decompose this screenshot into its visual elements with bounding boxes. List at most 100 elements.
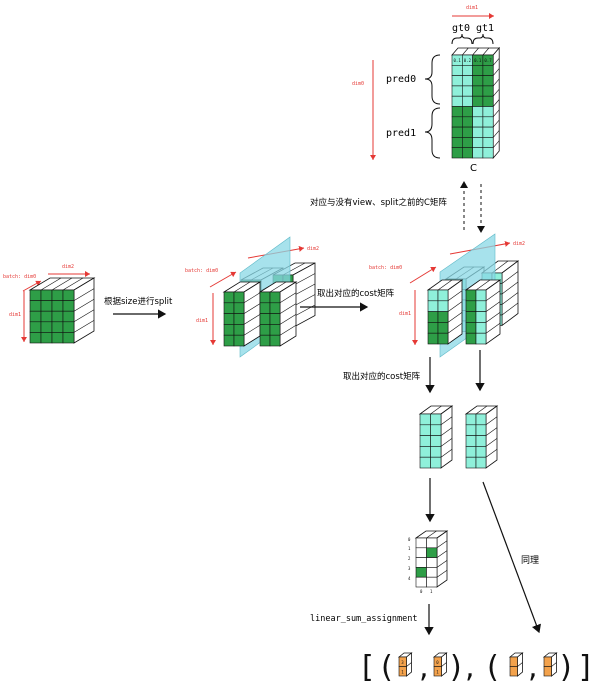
mid-front-block-cell	[259, 313, 271, 325]
assignment-block-cell	[415, 576, 427, 588]
lsa-label: linear_sum_assignment	[310, 614, 417, 624]
mid-front-block-side-line	[243, 292, 261, 304]
right-front-block-cell	[427, 300, 439, 312]
result-array-value: 1	[401, 670, 404, 675]
c-matrix-block-cell	[451, 75, 463, 87]
cost-matrix-b-cell	[475, 413, 487, 426]
c-matrix-block-side-line	[492, 109, 500, 117]
left-tensor-block-top-line	[40, 277, 62, 291]
right-back-block-side-line	[501, 281, 519, 295]
cost-matrix-b-cell	[465, 456, 477, 469]
c-matrix-block-cell	[472, 116, 484, 128]
assignment-block	[414, 530, 449, 588]
result-array-block-cell	[543, 656, 552, 667]
assignment-block-side-line	[436, 569, 448, 578]
cost-matrix-a-cell	[419, 435, 431, 447]
mid-front-block-side-line	[243, 314, 261, 325]
mid-front-block-cell	[233, 291, 245, 304]
gt0-label: gt0	[452, 23, 470, 34]
result-array-block	[508, 652, 524, 677]
result-array-block-cell	[398, 666, 407, 677]
right-tensor-group: batch: dim0 dim2 dim1	[369, 233, 525, 358]
c-matrix-block-side-line	[492, 99, 500, 107]
assign-row-label: 4	[408, 576, 411, 581]
c-matrix-cell-value: 0.2	[464, 58, 472, 63]
mid-front-block-cell	[223, 324, 235, 336]
pred1-label: pred1	[386, 128, 416, 139]
cost-matrix-b-cell	[465, 413, 477, 426]
mid-front-block-cell	[269, 313, 281, 325]
c-matrix-block-side-line	[492, 68, 500, 76]
gt1-brace	[472, 33, 494, 45]
left-tensor-block-cell	[51, 300, 64, 312]
tuple1-inner-comma: ,	[419, 650, 429, 685]
assign-row-label: 2	[408, 556, 411, 561]
assignment-block-cell	[415, 567, 427, 578]
cost-matrix-a-side-line	[440, 438, 453, 447]
dim1-axis-label: dim1	[466, 5, 478, 11]
tuple1-close-paren: )	[450, 650, 462, 685]
right-back-block-side-line	[501, 271, 519, 284]
left-tensor-group: batch: dim0 dim2 dim1	[3, 264, 96, 344]
right-front-block-cell	[437, 300, 449, 312]
mid-back-block-side-line	[292, 294, 316, 307]
assignment-block-cell	[426, 576, 438, 588]
left-tensor-block-top-line	[51, 277, 73, 291]
c-matrix-cell-value: 0.1	[454, 58, 462, 63]
mid-front-block-cell	[259, 324, 271, 336]
result-tuple1-array-a: 31	[397, 652, 413, 677]
c-matrix-block-cell	[461, 95, 473, 107]
mid-front-block-cell	[223, 302, 235, 314]
cost-matrix-a-cell	[419, 413, 431, 426]
assignment-block-cell	[415, 537, 427, 549]
c-matrix-block-top-line	[472, 47, 479, 56]
cost-matrix-a-cell	[419, 446, 431, 458]
left-tensor-block-cell	[62, 300, 75, 312]
assign-col-label: 0	[420, 589, 423, 594]
assign-row-label: 3	[408, 566, 411, 571]
c-matrix-block-cell	[482, 75, 494, 87]
left-tensor-block-cell	[62, 289, 75, 301]
mid-front-block-side-line	[279, 303, 297, 314]
cost-matrix-b-cell	[465, 435, 477, 447]
c-matrix-block-side-line	[492, 119, 500, 128]
right-batch-arrow	[409, 266, 437, 284]
c-matrix-block-cell	[482, 65, 494, 76]
cost-matrices	[418, 405, 499, 469]
mid-front-block-cell	[223, 334, 235, 347]
c-matrix-block-cell	[461, 75, 473, 87]
cost-matrix-a-cell	[430, 456, 442, 469]
c-matrix-block-side-line	[492, 140, 500, 148]
dim0-axis-label: dim0	[352, 81, 364, 87]
right-front-block-side-line	[485, 301, 501, 312]
gt1-label: gt1	[476, 23, 494, 34]
mid-dim1-label: dim1	[196, 318, 208, 324]
c-matrix-block-side-line	[492, 58, 500, 66]
cost-matrix-b-top-line	[475, 405, 488, 415]
mid-front-block-side-line	[243, 324, 261, 336]
cost-matrix-b-cell	[465, 424, 477, 436]
mid-front-block-cell	[233, 334, 245, 347]
mid-front-block-side	[279, 281, 297, 347]
result-open-bracket: [	[362, 650, 374, 685]
mid-front-block	[222, 281, 262, 347]
c-matrix-block-cell	[472, 85, 484, 97]
mid-front-block-side-line	[279, 292, 297, 304]
cost-matrix-a-cell	[430, 435, 442, 447]
assignment-block-side-line	[436, 550, 448, 558]
assignment-block-cell	[415, 557, 427, 568]
cost-matrix-b-side-line	[485, 427, 498, 436]
c-matrix-block-cell	[451, 65, 463, 76]
right-front-block-side	[447, 279, 463, 345]
c-matrix-cell-value: 0.7	[484, 58, 492, 63]
mid-back-block-side-line	[292, 283, 316, 297]
left-tensor-block-cell	[51, 310, 64, 323]
mid-front-block-top-line	[233, 281, 251, 293]
c-matrix-block-side-line	[492, 78, 500, 87]
right-front-block-cell	[437, 332, 449, 345]
mid-back-block-side-line	[292, 273, 316, 286]
result-tuple1-array-b: 01	[432, 652, 448, 677]
left-tensor-block-cell	[62, 321, 75, 333]
mid-front-block-cell	[223, 291, 235, 304]
